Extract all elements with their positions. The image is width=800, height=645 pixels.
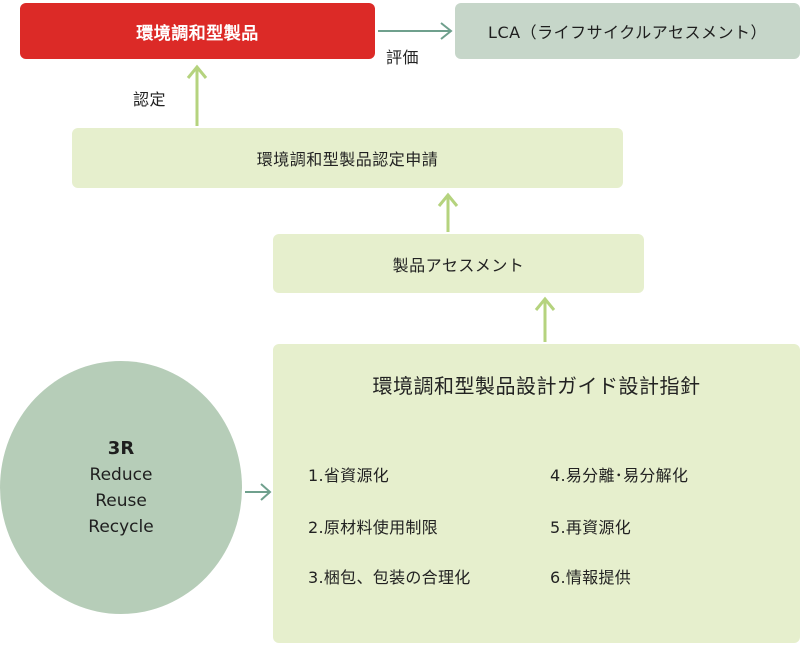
arrow-up-assessment [534, 296, 556, 342]
guide-item: 1.省資源化 [308, 466, 390, 485]
lca-node: LCA（ライフサイクルアセスメント） [455, 3, 800, 59]
guide-item: 4.易分離･易分解化 [550, 466, 689, 485]
arrow-right-evaluation [378, 22, 453, 40]
reduce-label: Reduce [89, 464, 153, 485]
design-guide-title: 環境調和型製品設計ガイド設計指針 [372, 374, 701, 398]
arrow-up-application [437, 192, 459, 232]
certification-application-node: 環境調和型製品認定申請 [72, 128, 623, 188]
guide-item: 2.原材料使用制限 [308, 518, 438, 537]
arrow-right-3r [245, 483, 272, 501]
arrow-up-certification [186, 64, 208, 126]
product-node: 環境調和型製品 [20, 3, 375, 59]
guide-item: 5.再資源化 [550, 518, 632, 537]
certification-label: 認定 [133, 90, 167, 109]
evaluation-label: 評価 [386, 48, 420, 67]
three-r-circle: 3R Reduce Reuse Recycle [0, 361, 242, 614]
guide-item: 3.梱包、包装の合理化 [308, 568, 471, 587]
recycle-label: Recycle [88, 516, 154, 537]
design-guide-node: 環境調和型製品設計ガイド設計指針 1.省資源化 2.原材料使用制限 3.梱包、包… [273, 344, 800, 643]
guide-item: 6.情報提供 [550, 568, 632, 587]
three-r-title: 3R [107, 437, 135, 459]
product-assessment-node: 製品アセスメント [273, 234, 644, 293]
reuse-label: Reuse [95, 490, 147, 511]
